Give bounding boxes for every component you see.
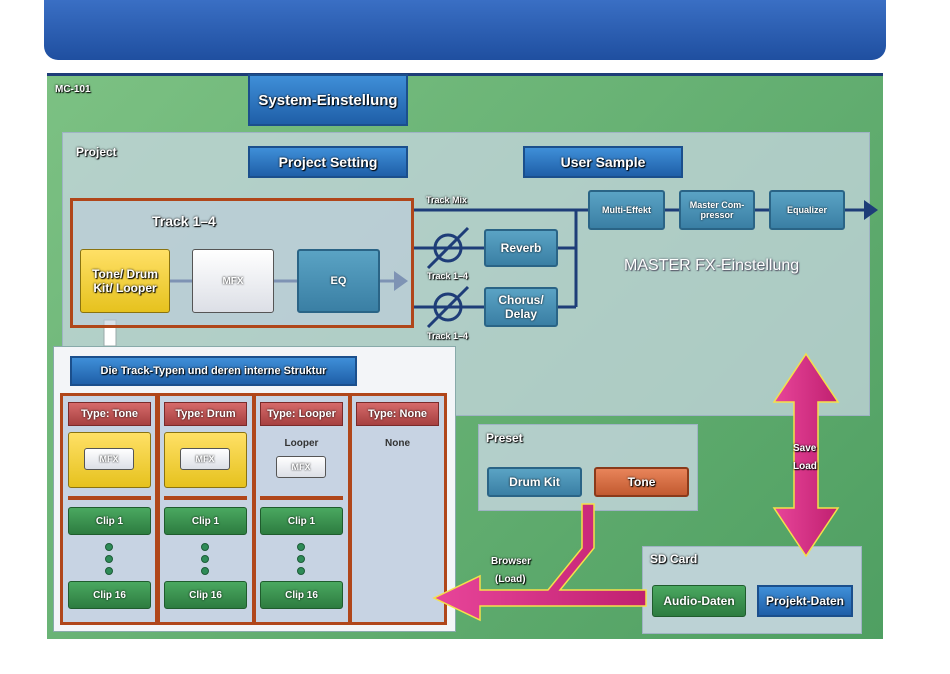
eq-box[interactable]: EQ — [297, 249, 380, 313]
type-drum-mfx: MFX — [180, 448, 230, 470]
user-sample-button[interactable]: User Sample — [523, 146, 683, 178]
browser-load-label: (Load) — [495, 574, 526, 585]
project-label: Project — [76, 145, 117, 159]
master-compressor-box[interactable]: Master Com-pressor — [679, 190, 755, 230]
type-none-column — [349, 393, 447, 625]
type-tone-clip-1[interactable]: Clip 1 — [68, 507, 151, 535]
type-looper-dot-3 — [297, 567, 305, 575]
type-tone-dot-1 — [105, 543, 113, 551]
type-tone-clip-16[interactable]: Clip 16 — [68, 581, 151, 609]
type-drum-divider — [164, 496, 247, 500]
track-types-title: Die Track-Typen und deren interne Strukt… — [70, 356, 357, 386]
preset-drum-kit-button[interactable]: Drum Kit — [487, 467, 582, 497]
multi-effect-box[interactable]: Multi-Effekt — [588, 190, 665, 230]
save-label: Save — [793, 443, 817, 454]
type-drum-clip-1[interactable]: Clip 1 — [164, 507, 247, 535]
type-looper-divider — [260, 496, 343, 500]
master-fx-label: MASTER FX-Einstellung — [624, 257, 800, 274]
device-label: MC-101 — [55, 84, 91, 95]
type-looper-mfx: MFX — [276, 456, 326, 478]
type-looper-dot-1 — [297, 543, 305, 551]
sdcard-label: SD Card — [650, 552, 698, 566]
project-setting-button[interactable]: Project Setting — [248, 146, 408, 178]
preset-tone-button[interactable]: Tone — [594, 467, 689, 497]
type-tone-header: Type: Tone — [68, 402, 151, 426]
sdcard-audio-button[interactable]: Audio-Daten — [652, 585, 746, 617]
track-box-title: Track 1–4 — [152, 213, 216, 229]
mfx-box[interactable]: MFX — [192, 249, 274, 313]
preset-tone-label: Tone — [627, 475, 656, 489]
chorus-delay-box[interactable]: Chorus/ Delay — [484, 287, 558, 327]
type-drum-clip-16[interactable]: Clip 16 — [164, 581, 247, 609]
system-settings-button[interactable]: System-Einstellung — [248, 74, 408, 126]
type-drum-dot-1 — [201, 543, 209, 551]
equalizer-box[interactable]: Equalizer — [769, 190, 845, 230]
type-looper-clip-16[interactable]: Clip 16 — [260, 581, 343, 609]
type-none-sub: None — [385, 438, 410, 449]
type-looper-sub: Looper — [284, 438, 319, 449]
send-label-1: Track 1–4 — [427, 271, 469, 281]
type-none-header: Type: None — [356, 402, 439, 426]
browser-label: Browser — [491, 556, 532, 567]
tone-drum-looper-box[interactable]: Tone/ Drum Kit/ Looper — [80, 249, 170, 313]
type-tone-divider — [68, 496, 151, 500]
type-looper-clip-1[interactable]: Clip 1 — [260, 507, 343, 535]
type-tone-dot-3 — [105, 567, 113, 575]
type-looper-dot-2 — [297, 555, 305, 563]
preset-label: Preset — [486, 431, 523, 445]
load-label: Load — [793, 461, 817, 472]
header-bar — [44, 0, 886, 60]
type-looper-header: Type: Looper — [260, 402, 343, 426]
type-drum-dot-3 — [201, 567, 209, 575]
type-tone-dot-2 — [105, 555, 113, 563]
type-drum-dot-2 — [201, 555, 209, 563]
track-mix-label: Track Mix — [426, 195, 468, 205]
type-tone-mfx: MFX — [84, 448, 134, 470]
send-label-2: Track 1–4 — [427, 331, 469, 341]
sdcard-project-button[interactable]: Projekt-Daten — [757, 585, 853, 617]
type-drum-header: Type: Drum — [164, 402, 247, 426]
tone-drum-looper-label: Tone/ Drum Kit/ Looper — [92, 267, 158, 295]
reverb-box[interactable]: Reverb — [484, 229, 558, 267]
